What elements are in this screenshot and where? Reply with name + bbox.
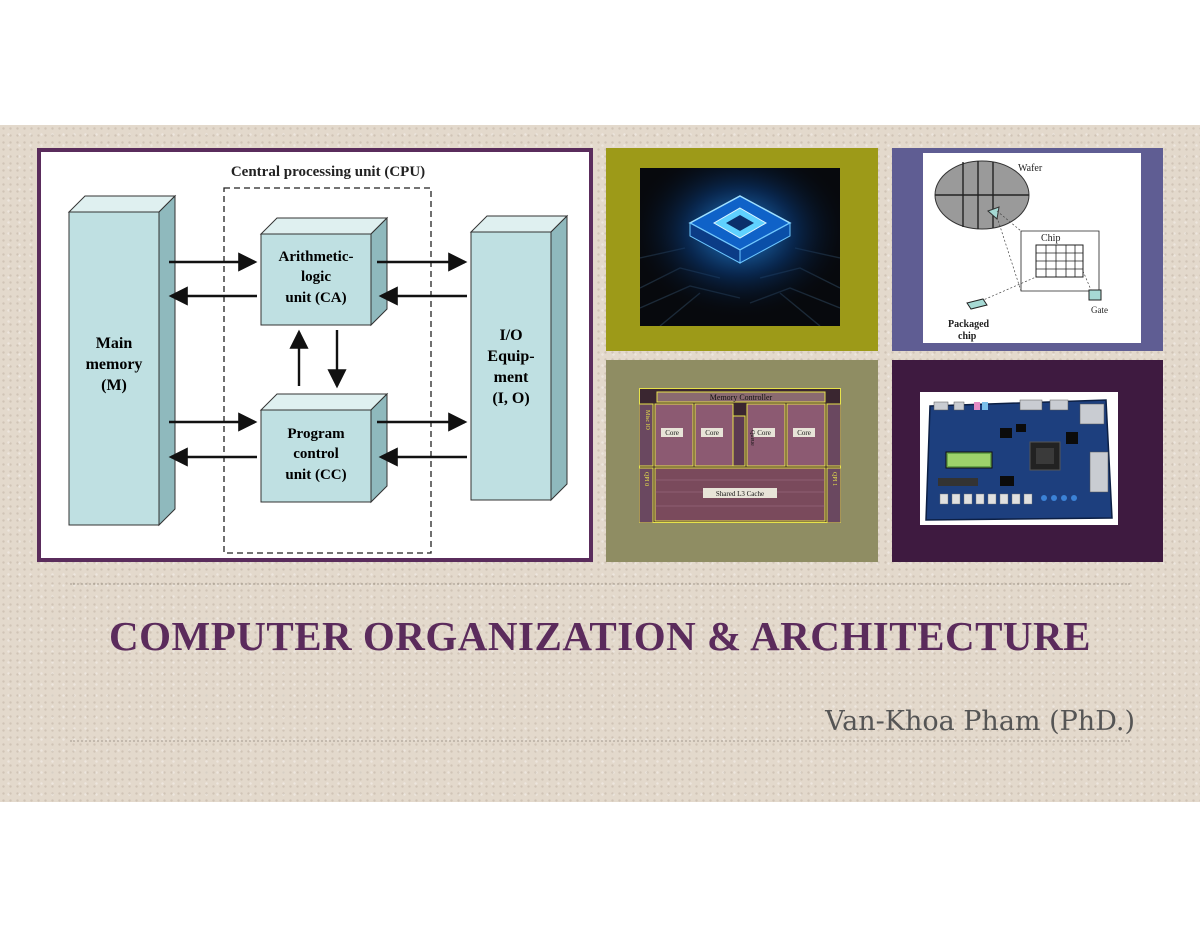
qpi1-label: QPI 1 (831, 472, 837, 486)
pcu-label-1: Program (287, 426, 345, 442)
dotted-divider (70, 740, 1130, 742)
io-label-2: Equip- (487, 348, 534, 365)
cpu-boundary (223, 187, 432, 554)
io-label-3: ment (494, 369, 529, 386)
io-label-4: (I, O) (492, 390, 529, 407)
pcu-label-3: unit (CC) (285, 467, 346, 483)
io-label-1: I/O (499, 327, 522, 344)
cpu-label: Central processing unit (CPU) (231, 164, 425, 180)
memory-controller-label: Memory Controller (710, 393, 773, 402)
main-memory-label-2: memory (86, 356, 143, 373)
io-equipment-block: I/O Equip- ment (I, O) (469, 214, 569, 502)
dotted-divider (70, 583, 1130, 585)
core-label: Core (665, 429, 679, 437)
dev-board-panel (892, 360, 1163, 562)
slide-title: COMPUTER ORGANIZATION & ARCHITECTURE (109, 613, 1091, 659)
author-name: Van-Khoa Pham (PhD.) (825, 706, 1135, 737)
packaged-chip-label-2: chip (958, 331, 977, 342)
main-memory-label-1: Main (96, 335, 133, 352)
cpu-block-diagram: Central processing unit (CPU) Main memor… (67, 164, 569, 554)
die-shot-panel: Memory Controller Core Core Core Core Qu… (606, 360, 878, 562)
shared-cache-label: Shared L3 Cache (716, 490, 764, 498)
chip-label: Chip (1041, 233, 1060, 244)
queue-label: Queue (749, 430, 755, 446)
die-shot-photo: Memory Controller Core Core Core Core Qu… (639, 388, 841, 523)
qpi0-label: QPI 0 (643, 472, 649, 486)
cpu-chip-photo (640, 168, 840, 326)
gate-label: Gate (1091, 305, 1108, 315)
main-memory-block: Main memory (M) (67, 194, 177, 527)
data-flow-arrows (168, 252, 468, 467)
core-label: Core (705, 429, 719, 437)
cpu-chip-photo-panel (606, 148, 878, 351)
cpu-block-diagram-panel: Central processing unit (CPU) Main memor… (37, 148, 593, 562)
pcu-label-2: control (293, 446, 339, 462)
alu-label-2: logic (301, 269, 331, 285)
core-label: Core (757, 429, 771, 437)
dev-board-photo (920, 392, 1118, 525)
main-memory-label-3: (M) (101, 377, 127, 394)
wafer-label: Wafer (1018, 163, 1043, 174)
packaged-chip-label-1: Packaged (948, 319, 990, 330)
alu-label-1: Arithmetic- (279, 249, 354, 265)
wafer-chip-figure-panel: Wafer Chip Gate Packaged chip (892, 148, 1163, 351)
program-control-block: Program control unit (CC) (259, 392, 389, 504)
misc-io-label: Misc IO (644, 410, 650, 430)
core-label: Core (797, 429, 811, 437)
wafer-chip-figure: Wafer Chip Gate Packaged chip (923, 153, 1141, 343)
alu-block: Arithmetic- logic unit (CA) (259, 216, 389, 327)
alu-label-3: unit (CA) (285, 290, 346, 306)
